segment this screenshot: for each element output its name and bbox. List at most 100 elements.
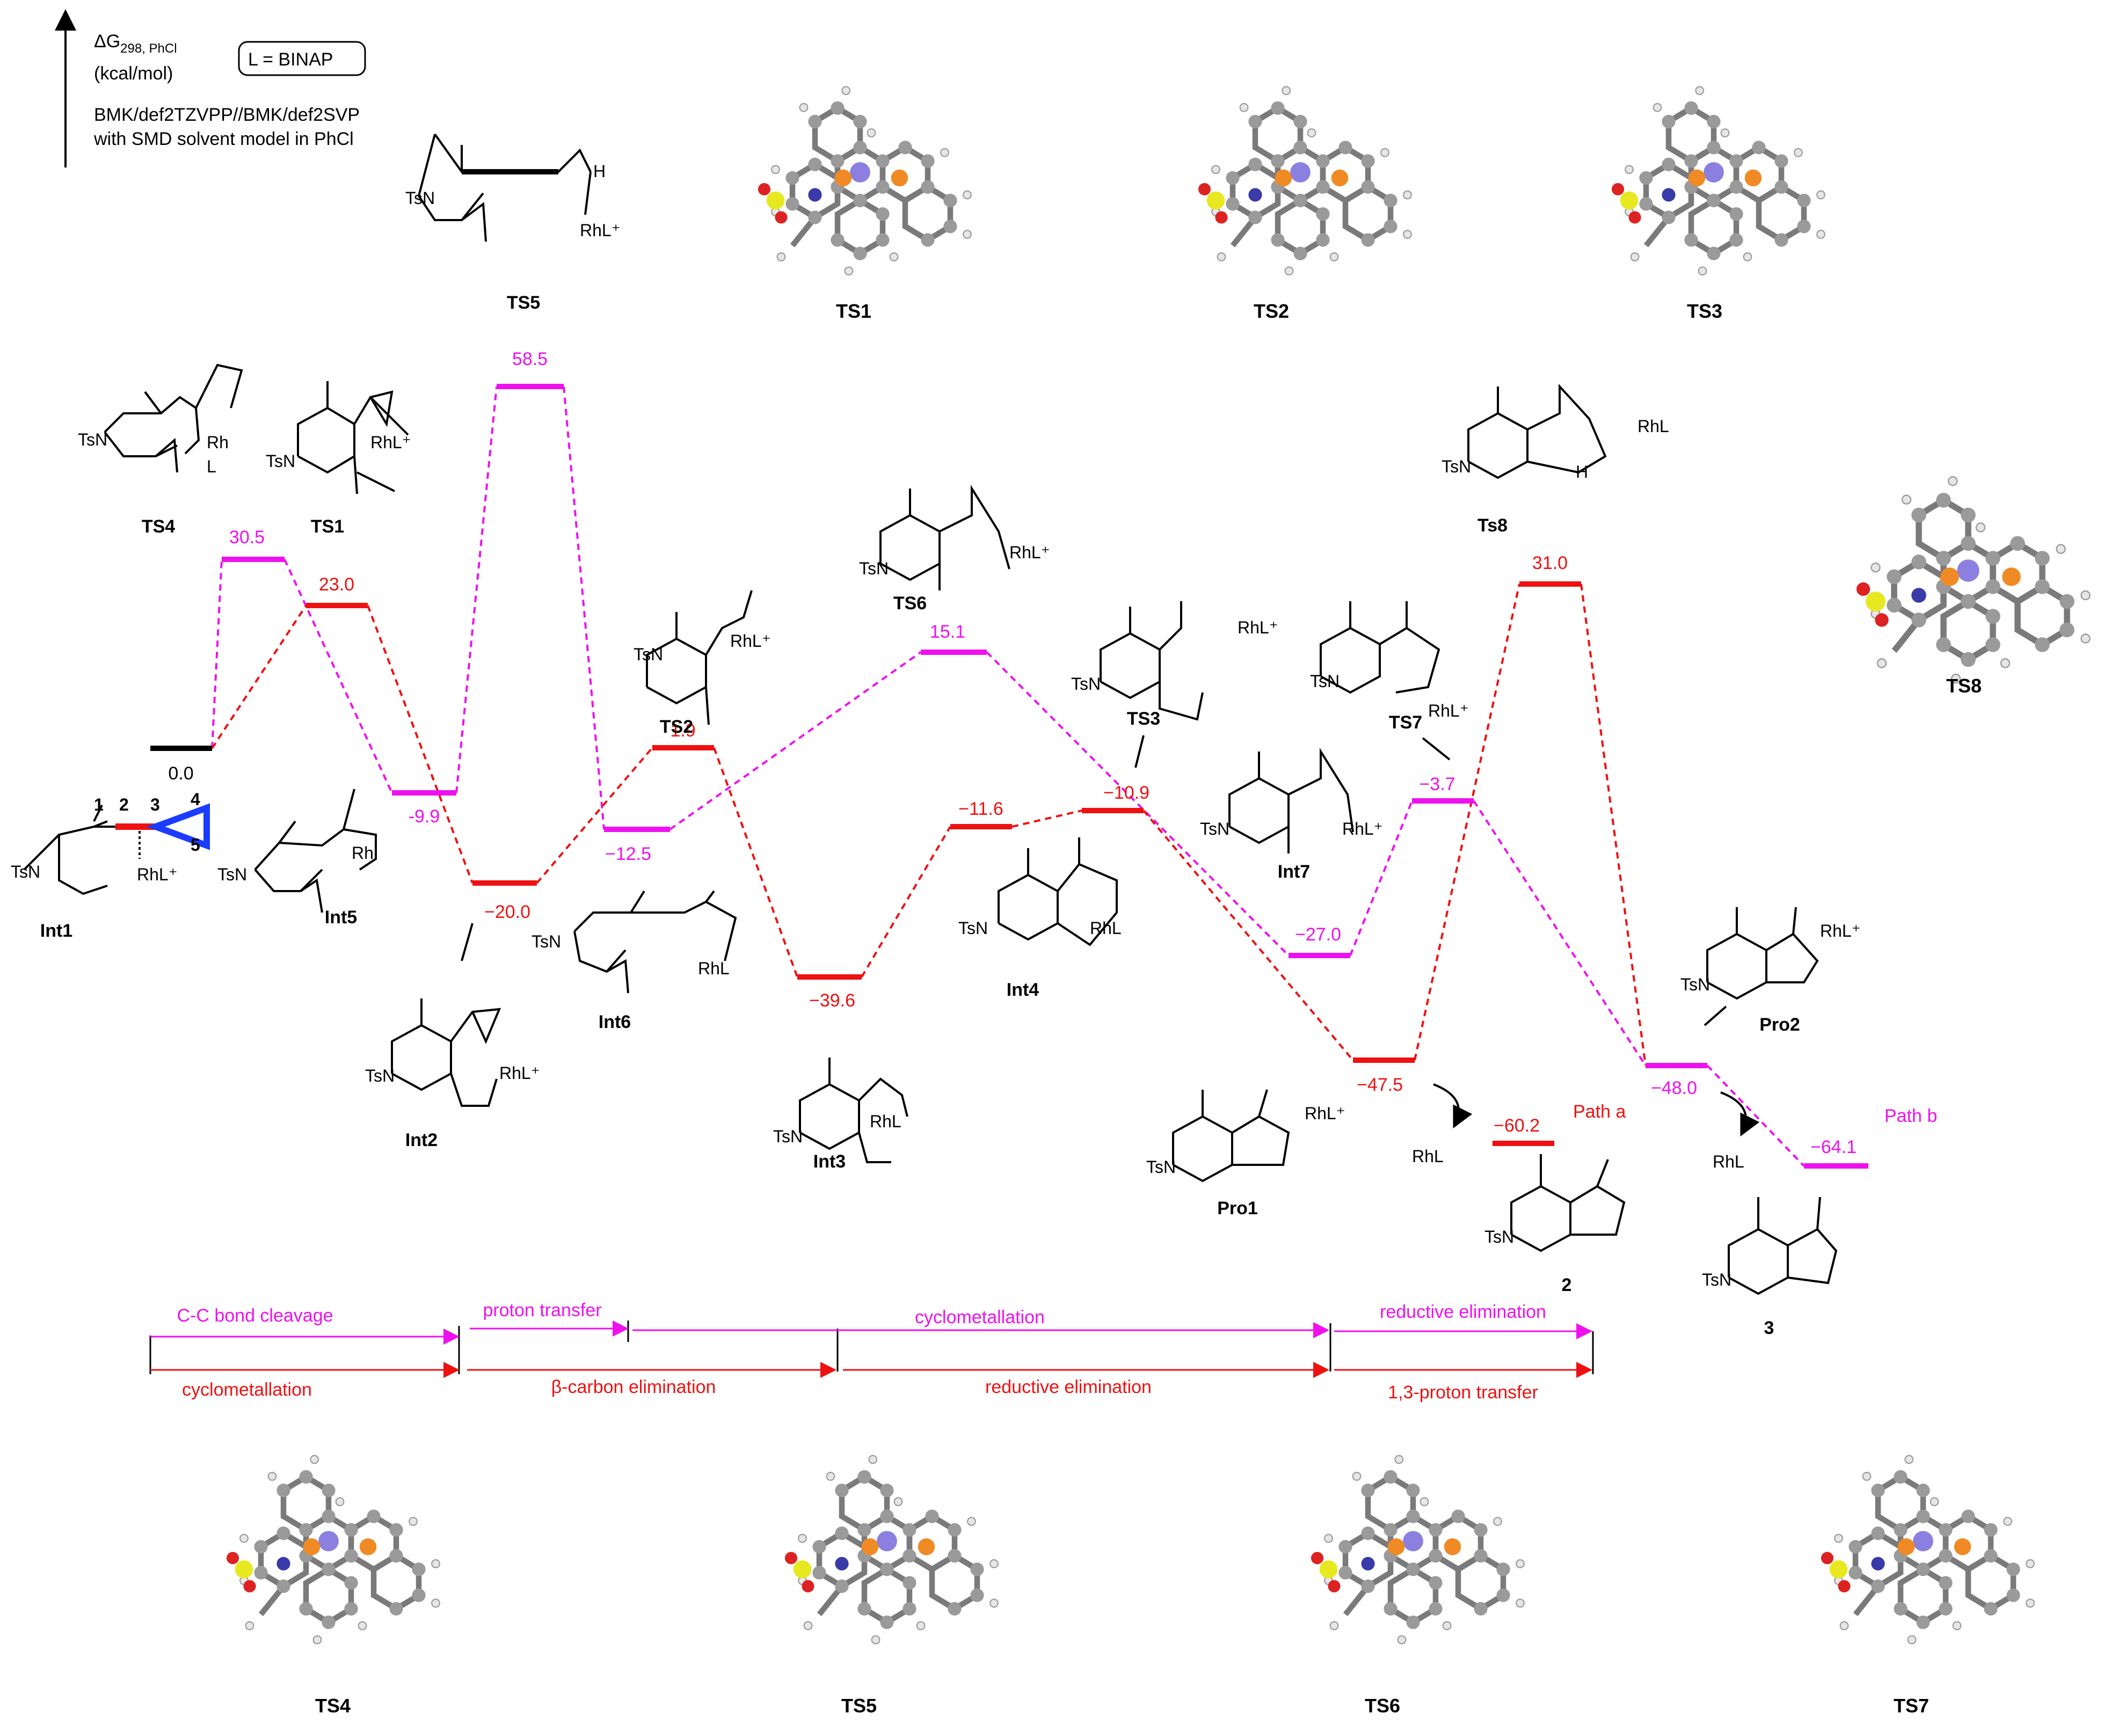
energy-label-p3: −64.1 [1810, 1137, 1857, 1157]
fragment-tsn-p2: TsN [1484, 1227, 1514, 1246]
label-product-2: 2 [1562, 1275, 1572, 1295]
fragment-tsn-ts6: TsN [859, 559, 889, 578]
fragment-tsn-ts1: TsN [266, 451, 295, 471]
fragment-rhl-int6: RhL [698, 959, 730, 978]
fragment-tsn-ts7: TsN [1310, 672, 1340, 691]
fragment-tsn-int3: TsN [773, 1127, 803, 1146]
connector-ts8-pro2 [1580, 583, 1647, 1066]
fragment-tsn-ts2: TsN [634, 645, 663, 664]
step-magenta-3: cyclometallation [915, 1307, 1045, 1327]
connector-ts1-int2 [367, 605, 474, 884]
label-pro2: Pro2 [1759, 1015, 1800, 1035]
label-ts3: TS3 [1127, 709, 1160, 729]
atom-number-1: 1 [94, 795, 104, 814]
fragment-rhl-ts7: RhL⁺ [1428, 701, 1469, 720]
fragment-rhl-ts3: RhL⁺ [1238, 618, 1278, 637]
energy-label-ts3: −10.9 [1103, 783, 1149, 803]
step-red-4: 1,3-proton transfer [1388, 1382, 1538, 1403]
released-rhl-a: RhL [1412, 1147, 1444, 1166]
fragment-tsn-int7: TsN [1200, 819, 1229, 838]
label-product-3: 3 [1764, 1318, 1774, 1338]
atom-number-3: 3 [150, 795, 160, 814]
energy-label-ts8: 31.0 [1532, 553, 1568, 573]
fragment-tsn-ts3: TsN [1071, 674, 1101, 694]
energy-label-int7: −27.0 [1295, 924, 1341, 945]
energy-label-int5: -9.9 [409, 806, 440, 827]
energy-label-ts4: 30.5 [229, 527, 265, 548]
fragment-rh-int5: Rh [352, 843, 374, 863]
label-ts5-top: TS5 [507, 293, 540, 313]
fragment-rhl-ts2: RhL⁺ [730, 631, 771, 651]
fragment-tsn-int4: TsN [958, 918, 988, 938]
step-red-1: cyclometallation [182, 1380, 312, 1400]
energy-label-int4: −11.6 [958, 799, 1003, 819]
energy-axis-label: ΔG298, PhCl [94, 31, 177, 56]
fragment-rhl-int2: RhL⁺ [499, 1063, 540, 1083]
fragment-tsn-p3: TsN [1702, 1270, 1731, 1289]
model-label-ts7: TS7 [1894, 1695, 1929, 1717]
label-int6: Int6 [599, 1012, 631, 1032]
connector-int4-ts3 [1011, 809, 1082, 828]
label-pro1: Pro1 [1217, 1198, 1258, 1219]
fragment-tsn-pro1: TsN [1146, 1157, 1176, 1177]
label-int3: Int3 [813, 1151, 846, 1172]
energy-label-int2: −20.0 [484, 902, 530, 922]
connector-ts4-int5 [283, 559, 393, 793]
label-ts6: TS6 [893, 593, 927, 614]
fragment-tsn-int1: TsN [11, 862, 40, 881]
step-red-3: reductive elimination [985, 1377, 1152, 1397]
step-magenta-1: C-C bond cleavage [177, 1305, 333, 1326]
fragment-rhl-ts8: RhL [1637, 417, 1669, 436]
model-label-ts2: TS2 [1254, 300, 1289, 322]
connector-int7-ts7 [1349, 800, 1413, 956]
energy-label-ts5: 58.5 [512, 349, 548, 369]
path-b-label: Path b [1884, 1106, 1937, 1126]
connector-int1-ts4 [211, 559, 223, 749]
connector-int3-int4 [861, 826, 951, 978]
label-int1: Int1 [40, 921, 72, 941]
energy-label-int1: 0.0 [168, 763, 193, 784]
fragment-rhl-int3: RhL [870, 1112, 901, 1131]
step-red-2: β-carbon elimination [551, 1377, 716, 1397]
fragment-rhl-pro2: RhL⁺ [1820, 921, 1861, 940]
model-ts6 [1311, 1455, 1524, 1644]
connector-ts3-pro1 [1142, 809, 1354, 1061]
connector-int1-ts1 [211, 604, 307, 749]
step-magenta-2: proton transfer [483, 1300, 601, 1321]
model-ts5 [785, 1455, 998, 1644]
fragment-tsn-int5: TsN [217, 865, 247, 884]
fragment-rhl-ts6: RhL⁺ [1009, 543, 1050, 562]
fragment-rhl-pro1: RhL⁺ [1305, 1104, 1345, 1123]
model-label-ts4: TS4 [315, 1695, 351, 1717]
connector-int2-ts2 [536, 747, 653, 884]
model-ts3 [1612, 86, 1825, 275]
fragment-tsn-pro2: TsN [1680, 975, 1710, 994]
connector-int5-ts5 [455, 386, 498, 793]
ligand-label: L = BINAP [248, 49, 333, 70]
label-ts7: TS7 [1389, 712, 1422, 733]
fragment-tsn-int6: TsN [532, 932, 561, 951]
energy-label-int3: −39.6 [809, 990, 855, 1011]
ligand-box [238, 41, 366, 76]
energy-label-ts7: −3.7 [1419, 774, 1455, 794]
energy-label-pro1: −47.5 [1357, 1075, 1403, 1095]
method-line-1: BMK/def2TZVPP//BMK/def2SVP [94, 105, 360, 125]
atom-number-2: 2 [119, 795, 129, 814]
connector-ts5-int6 [563, 386, 605, 830]
label-int2: Int2 [405, 1130, 438, 1150]
fragment-tsn-int2: TsN [365, 1066, 395, 1085]
model-ts4 [227, 1455, 440, 1644]
energy-label-ts6: 15.1 [930, 622, 965, 642]
model-ts2 [1198, 86, 1411, 275]
fragment-tsn-ts8: TsN [1442, 457, 1471, 476]
energy-label-ts2: 1.9 [670, 720, 695, 741]
fragment-rhl-ts1: RhL⁺ [370, 433, 411, 452]
connector-ts7-pro2 [1473, 800, 1647, 1067]
label-ts4: TS4 [142, 516, 175, 537]
connector-ts2-int3 [713, 747, 798, 978]
path-a-label: Path a [1573, 1102, 1626, 1122]
label-ts8-small: Ts8 [1477, 515, 1508, 536]
fragment-tsn-ts4: TsN [78, 430, 107, 449]
energy-units: (kcal/mol) [94, 63, 173, 84]
